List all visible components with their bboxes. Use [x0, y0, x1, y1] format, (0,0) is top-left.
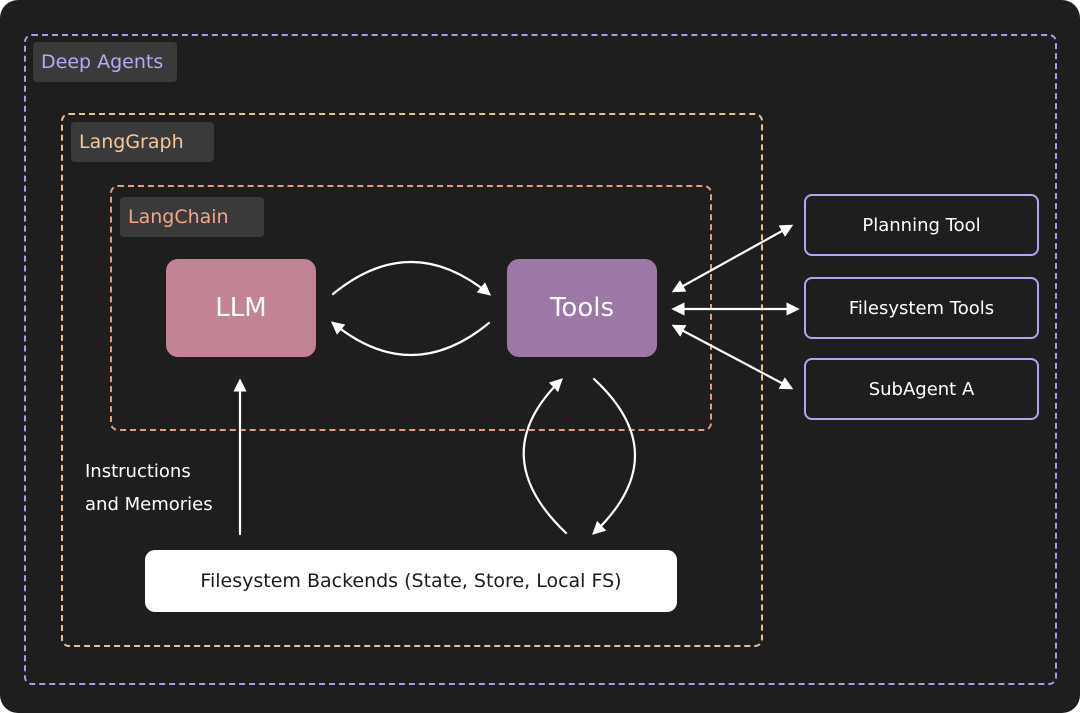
deep-agents-region: [24, 34, 1057, 685]
subagent-a-label: SubAgent A: [868, 378, 975, 400]
instructions-line-2: and Memories: [85, 494, 213, 515]
subagent-a-box: SubAgent A: [804, 358, 1039, 420]
tools-node: Tools: [507, 259, 657, 357]
langgraph-label: LangGraph: [71, 122, 214, 162]
instructions-line-1: Instructions: [85, 461, 191, 482]
filesystem-backends-box: Filesystem Backends (State, Store, Local…: [145, 550, 677, 612]
planning-tool-label: Planning Tool: [862, 214, 981, 236]
llm-node-label: LLM: [215, 293, 267, 323]
planning-tool-box: Planning Tool: [804, 194, 1039, 256]
deep-agents-label: Deep Agents: [33, 42, 177, 82]
llm-node: LLM: [166, 259, 316, 357]
tools-node-label: Tools: [549, 293, 615, 323]
instructions-memories-label: Instructions and Memories: [85, 455, 235, 521]
filesystem-tools-box: Filesystem Tools: [804, 277, 1039, 339]
filesystem-tools-label: Filesystem Tools: [848, 297, 995, 319]
filesystem-backends-label: Filesystem Backends (State, Store, Local…: [200, 570, 622, 592]
langchain-label: LangChain: [120, 197, 264, 237]
